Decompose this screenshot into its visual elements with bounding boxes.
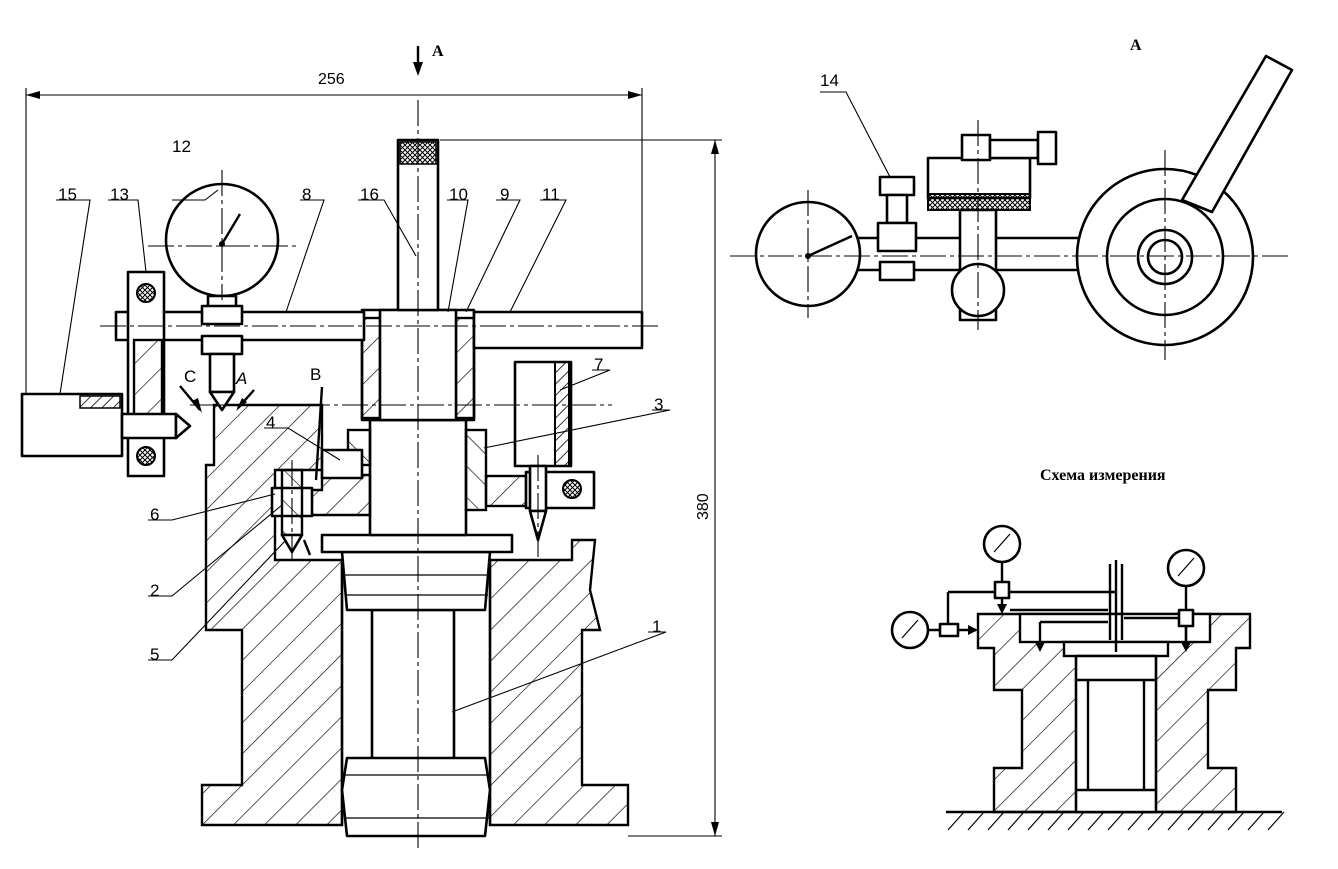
- callout-9: 9: [500, 185, 509, 204]
- letter-b: В: [310, 365, 321, 384]
- letter-a: А: [235, 369, 247, 388]
- dim-width: 256: [318, 71, 345, 88]
- callout-13: 13: [110, 185, 129, 204]
- main-view: 256 380 А С А В: [20, 43, 722, 850]
- callout-15: 15: [58, 185, 77, 204]
- plate: [320, 533, 514, 554]
- callout-8: 8: [302, 185, 311, 204]
- callout-1: 1: [652, 617, 661, 636]
- view-a: А 14: [730, 37, 1294, 360]
- callout-6: 6: [150, 505, 159, 524]
- view-arrow-label: А: [432, 43, 444, 60]
- base-body-left: [200, 403, 344, 827]
- callout-10: 10: [449, 185, 468, 204]
- callout-7: 7: [594, 355, 603, 374]
- callout-4: 4: [266, 413, 275, 432]
- shaft-1: [370, 608, 456, 762]
- callout-14: 14: [820, 71, 839, 90]
- callout-2: 2: [150, 581, 159, 600]
- base-body-right: [488, 538, 630, 827]
- upper-roller: [340, 550, 492, 612]
- measurement-scheme: Схема измерения: [890, 467, 1285, 831]
- lower-roller: [340, 756, 492, 838]
- bar-11: [472, 310, 644, 350]
- dim-height: 380: [695, 493, 712, 520]
- view-a-title: А: [1130, 37, 1142, 54]
- callout-11: 11: [542, 185, 560, 204]
- callout-5: 5: [150, 645, 159, 664]
- callout-12: 12: [172, 137, 191, 156]
- callout-16: 16: [360, 185, 379, 204]
- callout-3: 3: [654, 395, 663, 414]
- scheme-title: Схема измерения: [1040, 467, 1166, 484]
- letter-c: С: [184, 367, 196, 386]
